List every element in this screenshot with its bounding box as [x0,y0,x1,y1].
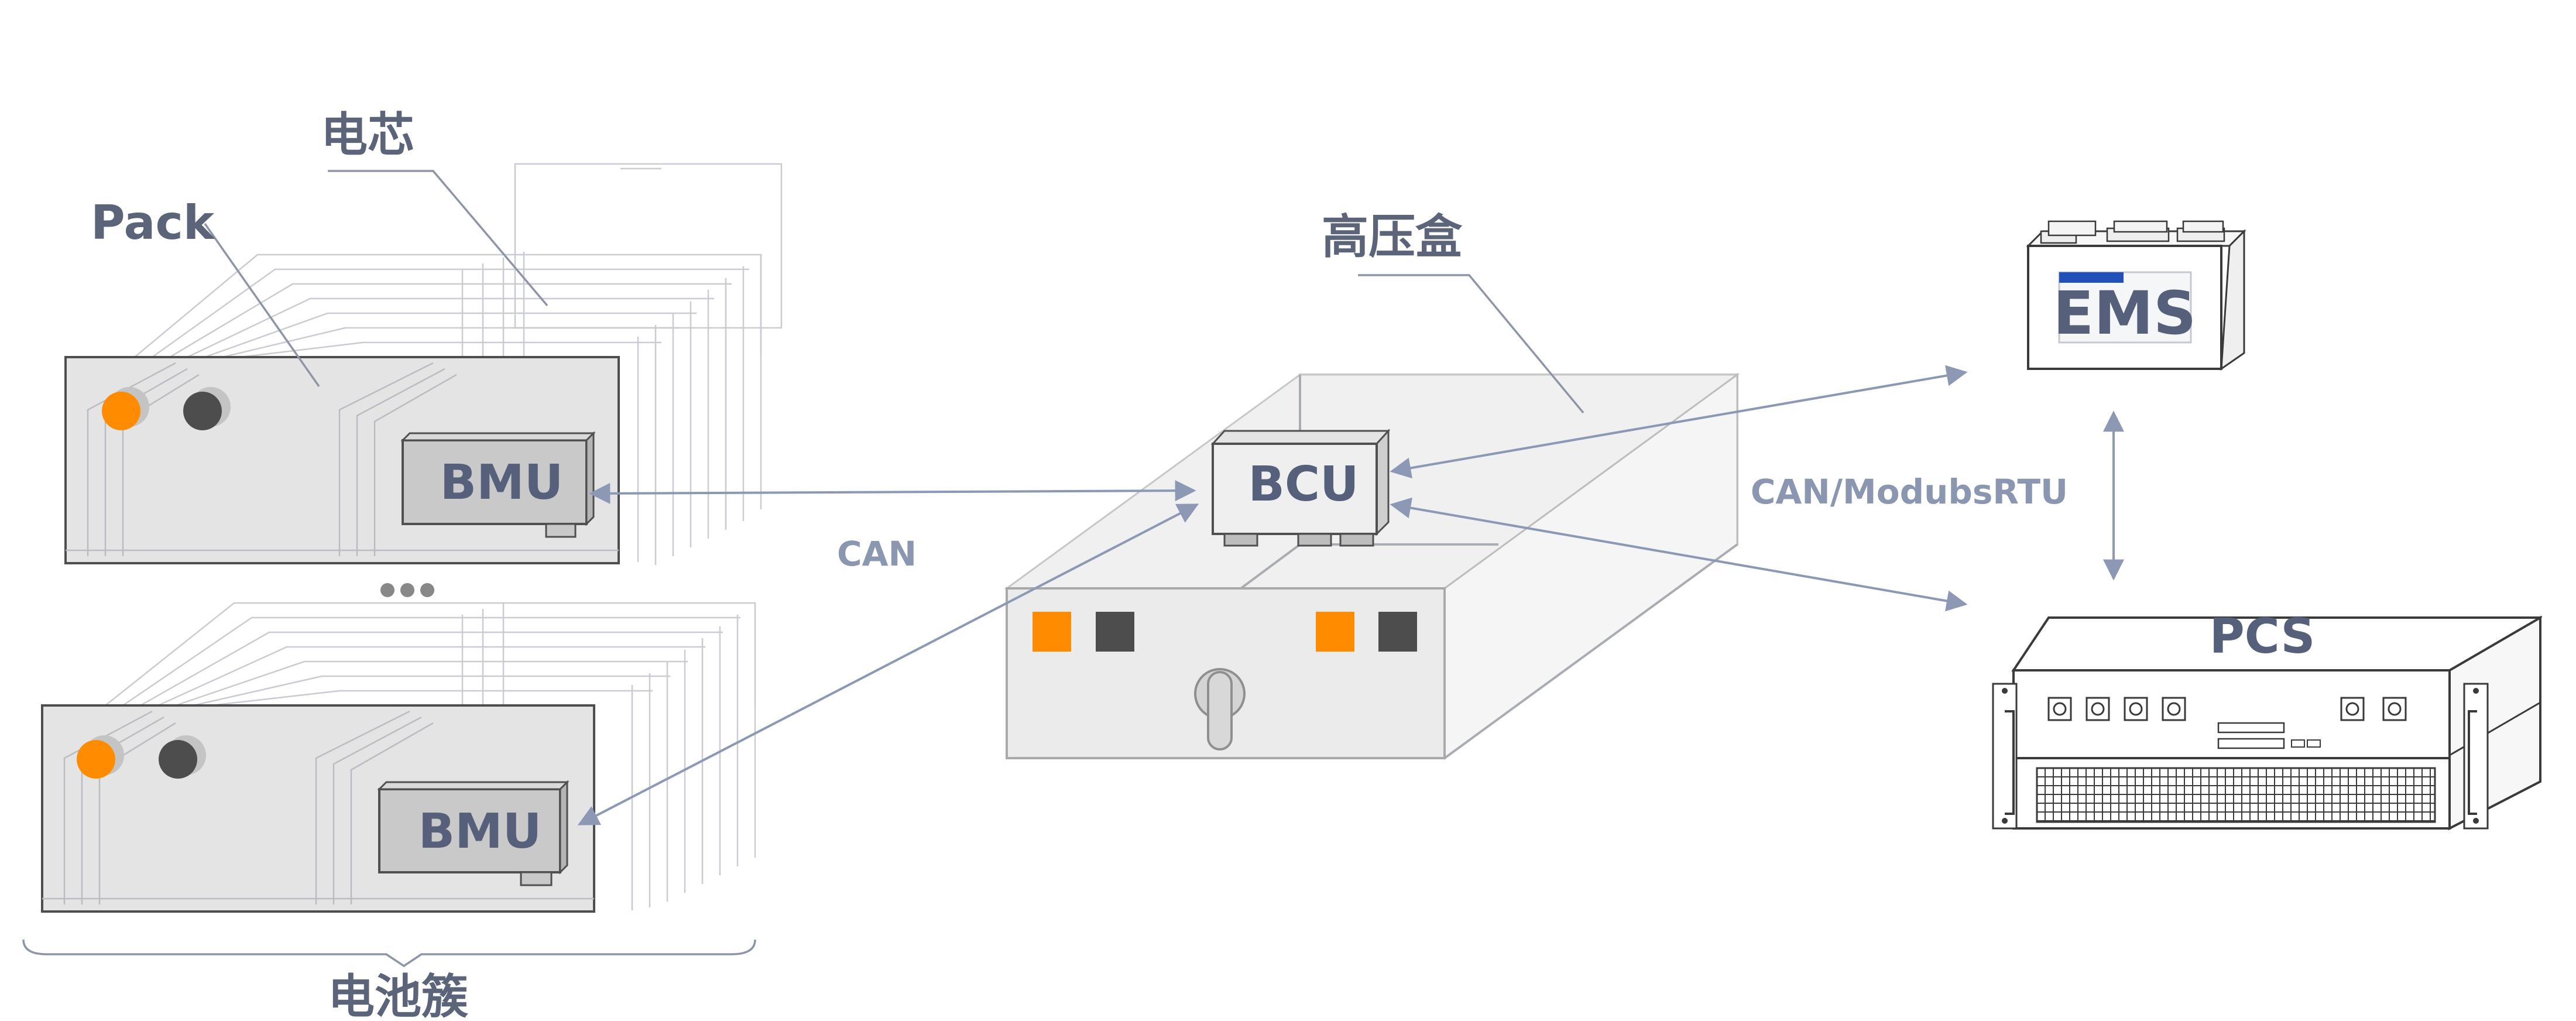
cell-leader-line [328,170,548,307]
cell-wireframe-top [134,163,783,565]
protocol-can-label: CAN [837,534,917,574]
pack-inner-lines-top [66,362,619,556]
label-hv-box: 高压盒 [1322,210,1463,264]
ems-label: EMS [2053,279,2197,348]
pcs-ports [2047,697,2407,749]
ems-accent-bar [2059,272,2124,283]
hv-indicator-dark-1 [1096,612,1134,652]
label-cluster: 电池簇 [328,969,469,1021]
toggle-switch-icon [1194,668,1246,751]
pack-leader-line [204,222,320,388]
ems-device: EMS [2026,220,2246,371]
label-pack: Pack [91,196,215,250]
bmu-module-bottom: BMU [377,780,570,886]
bmu-label-top: BMU [440,455,564,510]
bmu-module-top: BMU [400,431,596,538]
cell-wireframe-bottom [105,602,756,910]
pcs-vent-lines [2037,768,2435,822]
bcu-module: BCU [1210,429,1391,547]
hv-indicator-dark-2 [1378,612,1417,652]
battery-pack-top: BMU [64,163,783,565]
arrow-icon [589,480,1196,504]
cluster-brace [22,939,756,968]
status-light-orange-bottom [77,740,115,779]
status-light-dark-bottom [159,740,197,779]
status-light-dark-top [183,392,222,430]
pcs-device: PCS [1992,609,2543,831]
bcu-label: BCU [1248,457,1359,512]
hv-indicator-orange-1 [1033,612,1071,652]
battery-pack-bottom: BMU [41,602,756,913]
bmu-label-bottom: BMU [419,804,542,859]
arrow-icon [1390,365,1968,479]
arrow-icon [1390,497,1968,612]
pcs-label: PCS [2210,609,2316,664]
ellipsis-dots-icon [380,583,434,597]
status-light-orange-top [102,392,140,430]
hv-indicator-orange-2 [1316,612,1354,652]
protocol-can-modbus-label: CAN/ModubsRTU [1751,472,2068,512]
arrow-icon [577,503,1199,825]
label-cell: 电芯 [321,108,414,162]
